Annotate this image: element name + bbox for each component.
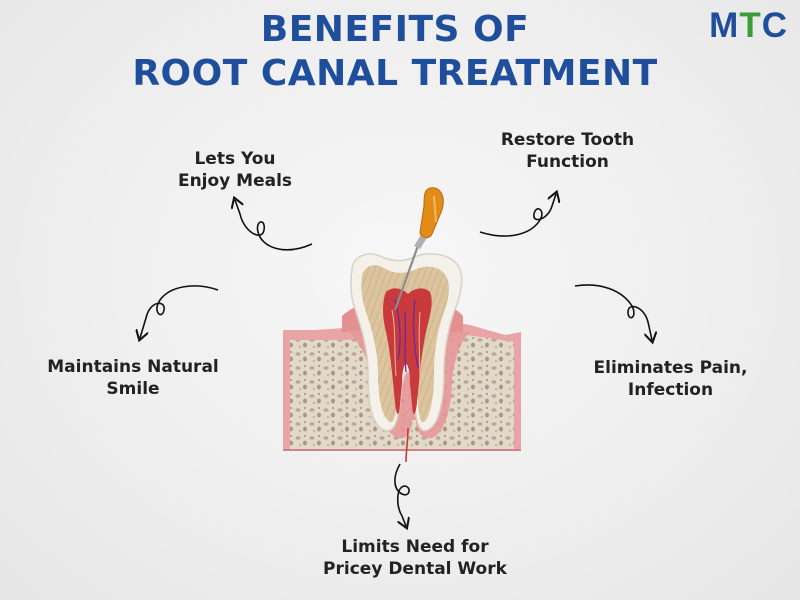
benefit-line-2: Enjoy Meals (177, 171, 293, 191)
tooth (350, 253, 463, 463)
mtc-logo: MTC (709, 6, 788, 46)
arrow-eliminates-pain-infection (574, 284, 652, 340)
logo-letter-t: T (739, 6, 762, 45)
logo-letter-m: M (709, 6, 740, 45)
logo-letter-c: C (761, 6, 788, 45)
benefit-line-1: Limits Need for (341, 537, 489, 557)
benefit-line-1: Eliminates Pain, (593, 358, 748, 378)
title-line-1: BENEFITS OF (260, 9, 530, 50)
arrow-lets-you-enjoy-meals (235, 200, 313, 251)
benefit-maintains-natural-smile: Maintains Natural Smile (28, 356, 238, 400)
benefit-line-2: Function (526, 152, 609, 172)
arrow-restore-tooth-function (479, 194, 556, 237)
arrow-maintains-natural-smile (140, 285, 219, 338)
benefit-restore-tooth-function: Restore Tooth Function (480, 129, 655, 173)
benefit-line-1: Restore Tooth (500, 130, 635, 150)
arrow-limits-need-for-pricey-dental-work (394, 463, 409, 526)
benefit-line-1: Lets You (194, 149, 276, 169)
benefit-line-2: Infection (627, 380, 714, 400)
benefit-lets-you-enjoy-meals: Lets You Enjoy Meals (155, 148, 315, 192)
page-title: BENEFITS OF ROOT CANAL TREATMENT (0, 8, 790, 96)
endodontic-file-instrument (393, 187, 444, 311)
benefit-eliminates-pain-infection: Eliminates Pain, Infection (578, 357, 763, 401)
benefit-line-1: Maintains Natural (47, 357, 219, 377)
benefit-limits-need-for-pricey-dental-work: Limits Need for Pricey Dental Work (300, 536, 530, 580)
benefit-line-2: Smile (106, 379, 160, 399)
title-line-2: ROOT CANAL TREATMENT (132, 53, 658, 94)
benefit-line-2: Pricey Dental Work (323, 559, 507, 579)
